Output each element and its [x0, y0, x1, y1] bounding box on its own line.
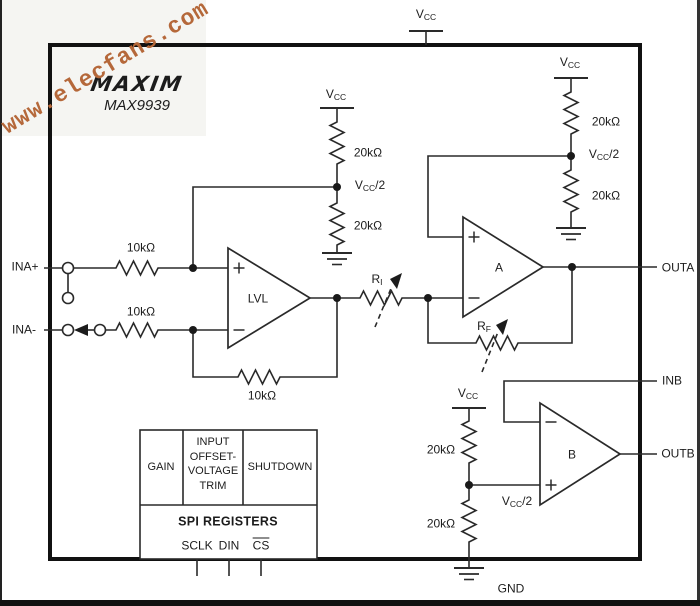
opamp-b-symbol: [539, 401, 622, 507]
divider-center-top: [192, 107, 354, 268]
r20k-label-b-bottom: 20kΩ: [426, 516, 456, 531]
ri-label: RI: [371, 272, 383, 288]
vcc-half-label-divider1: VCC/2: [354, 178, 386, 194]
spi-title: SPI REGISTERS: [178, 514, 278, 529]
opamp-lvl-symbol: [227, 246, 312, 350]
scan-tint-region: [0, 0, 206, 136]
net-lvl-feedback: [192, 298, 338, 386]
r10k-label-ina-plus: 10kΩ: [126, 240, 156, 255]
pin-label-ina-plus: INA+: [11, 259, 39, 274]
vcc-label-divider-right: VCC: [559, 55, 581, 71]
opamp-lvl-label: LVL: [247, 291, 269, 306]
opamp-a-symbol: [462, 215, 545, 319]
vcc-label-divider-b: VCC: [457, 386, 479, 402]
ri-adjust-arrow: [374, 273, 402, 328]
spi-cell-shutdown: SHUTDOWN: [247, 460, 313, 473]
spi-pin-sclk: SCLK: [181, 538, 213, 553]
spi-cell-offset-trim: INPUT OFFSET- VOLTAGE TRIM: [187, 436, 239, 492]
r20k-label-right-top: 20kΩ: [591, 114, 621, 129]
net-ina-minus: [44, 321, 228, 339]
r20k-label-right-bottom: 20kΩ: [591, 188, 621, 203]
r20k-label-b-top: 20kΩ: [426, 442, 456, 457]
vcc-half-label-divider-b: VCC/2: [501, 494, 533, 510]
r20k-label-div1-bottom: 20kΩ: [353, 218, 383, 233]
ina-plus-switch: [61, 261, 75, 305]
spi-register-block: [139, 429, 318, 576]
net-a-plus: [427, 155, 571, 238]
spi-pin-cs: CS: [252, 538, 270, 553]
r10k-label-ina-minus: 10kΩ: [126, 304, 156, 319]
ina-minus-switch: [61, 323, 107, 337]
opamp-b-label: B: [567, 447, 577, 462]
part-number: MAX9939: [104, 97, 170, 114]
r20k-label-div1-top: 20kΩ: [353, 145, 383, 160]
spi-pin-din: DIN: [218, 538, 240, 553]
net-ina-plus: [44, 259, 228, 293]
chip-outline: [48, 43, 642, 561]
pin-label-ina-minus: INA-: [12, 322, 36, 337]
spi-cell-gain: GAIN: [147, 460, 175, 473]
rf-adjust-arrow: [481, 319, 508, 373]
pin-label-outb: OUTB: [661, 446, 695, 461]
vcc-label-top: VCC: [415, 7, 437, 23]
opamp-a-label: A: [494, 260, 504, 275]
r10k-label-feedback: 10kΩ: [247, 388, 277, 403]
net-ri: [310, 289, 463, 307]
vcc-half-label-divider-right: VCC/2: [588, 147, 620, 163]
rf-label: RF: [477, 319, 491, 335]
net-rf: [427, 267, 573, 352]
junction-dots: [189, 152, 576, 489]
gnd-label: GND: [497, 581, 525, 596]
vcc-label-divider1: VCC: [325, 87, 347, 103]
pin-label-outa: OUTA: [661, 260, 695, 275]
net-top-vcc: [409, 30, 443, 45]
net-inb: [503, 380, 657, 423]
pin-label-inb: INB: [661, 373, 683, 388]
